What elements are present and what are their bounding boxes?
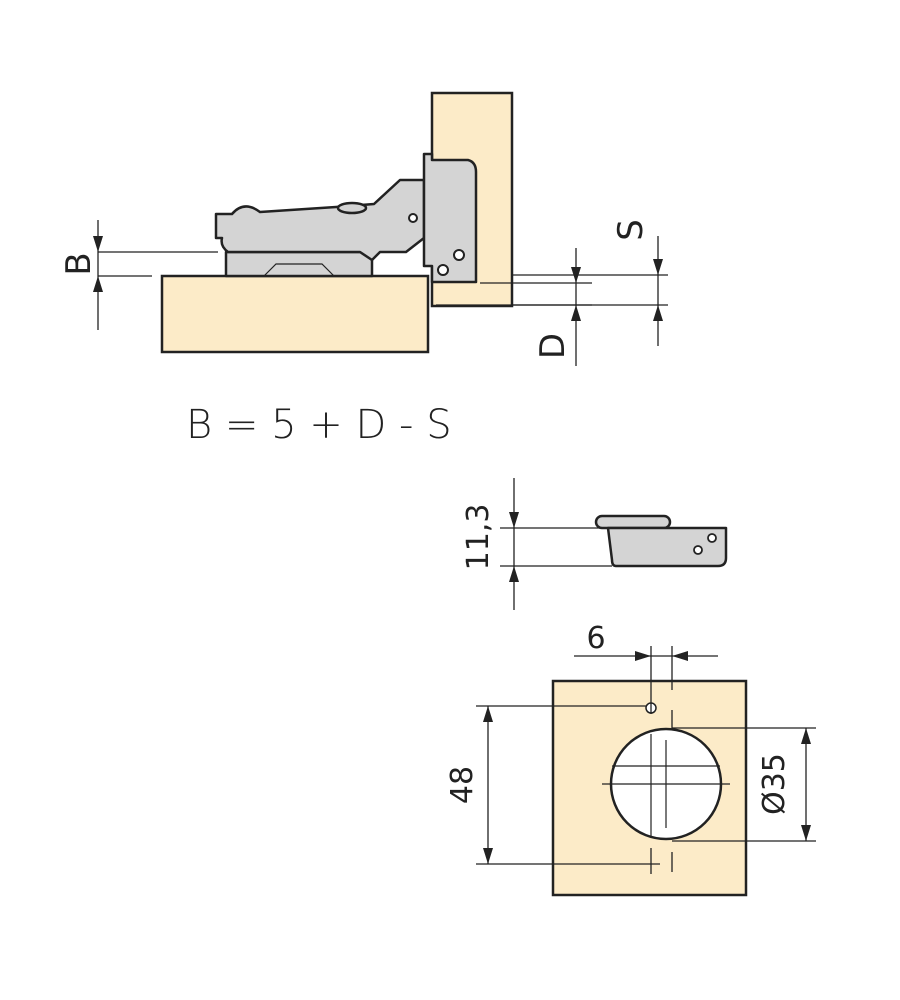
cup-rivet-1 — [453, 249, 465, 261]
label-offset: 6 — [586, 621, 605, 656]
cup-rivet-2 — [437, 264, 449, 276]
label-s: S — [611, 219, 651, 241]
label-b: B — [59, 252, 99, 275]
dimension-cup-height: 11,3 — [461, 478, 612, 610]
dimension-diameter: Ø35 — [672, 727, 816, 842]
dimension-s: S — [436, 219, 668, 346]
installed-hinge-view: B D S — [59, 91, 668, 366]
mounting-plate-recess — [263, 263, 335, 277]
label-cup-height: 11,3 — [461, 504, 496, 571]
cup-side-view: 11,3 — [461, 478, 728, 610]
hinge-arm — [214, 178, 426, 262]
dimension-b: B — [59, 220, 218, 330]
cup-body — [606, 526, 728, 568]
label-spacing: 48 — [445, 766, 480, 804]
dimension-spacing: 48 — [445, 705, 673, 874]
dimension-offset: 6 — [574, 621, 718, 714]
hinge-cup — [422, 152, 478, 284]
cup-side-rivet-1 — [707, 533, 717, 543]
cup-flange — [594, 514, 672, 530]
label-diameter: Ø35 — [757, 753, 792, 815]
adjustment-screw — [336, 201, 368, 215]
formula-text: B = 5 + D - S — [186, 402, 452, 448]
cabinet-side-panel — [160, 274, 430, 354]
arm-pivot — [408, 213, 418, 223]
label-d: D — [533, 333, 573, 359]
cup-side-rivet-2 — [693, 545, 703, 555]
drilling-pattern-view: 6 48 Ø35 — [445, 621, 816, 897]
